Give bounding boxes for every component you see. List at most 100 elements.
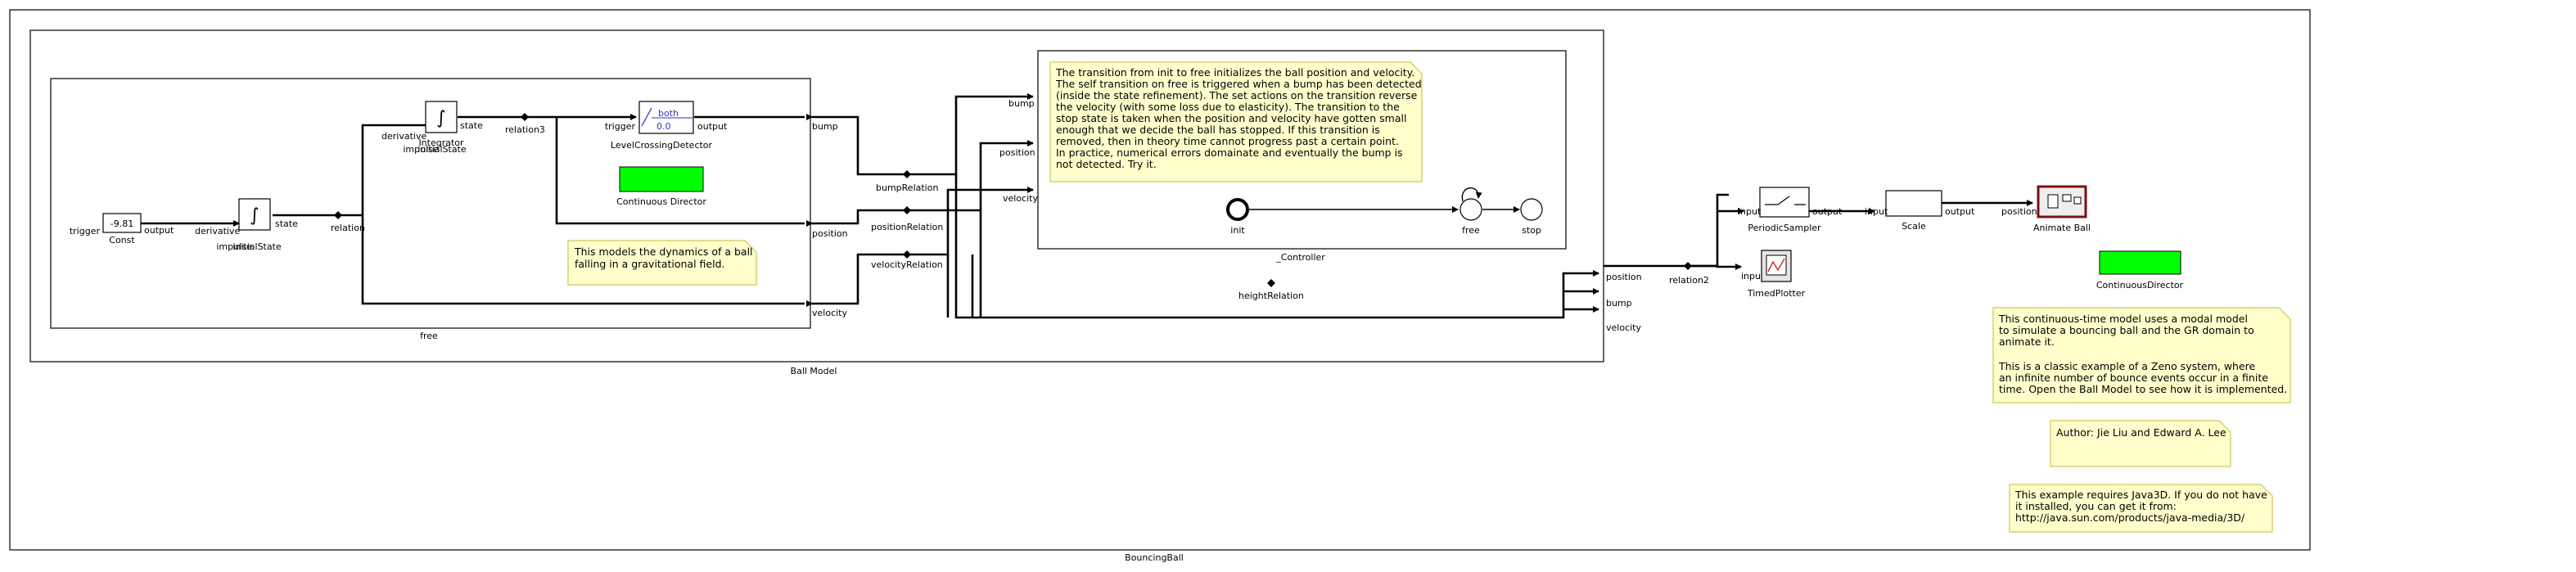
ball-model-frame[interactable]: [29, 29, 1604, 363]
ball-model-port-bump: bump: [1606, 298, 1632, 309]
state-stop[interactable]: stop: [1520, 198, 1543, 236]
controller-note-line: In practice, numerical errors domainate …: [1056, 146, 1403, 159]
svg-text:trigger: trigger: [605, 121, 636, 132]
controller-note-line: stop state is taken when the position an…: [1056, 112, 1406, 124]
integrator2-actor[interactable]: ∫ state impulse initialState Integrator: [403, 101, 483, 155]
animate-ball[interactable]: position Animate Ball: [2001, 185, 2091, 233]
svg-text:Integrator: Integrator: [418, 137, 464, 148]
free-frame[interactable]: [50, 78, 811, 329]
timed-plotter[interactable]: input TimedPlotter: [1741, 250, 1806, 299]
svg-text:∫: ∫: [436, 108, 445, 128]
controller-label[interactable]: _Controller: [1275, 252, 1325, 263]
controller-note-line: enough that we decide the ball has stopp…: [1056, 124, 1380, 136]
free-label[interactable]: free: [420, 331, 438, 341]
controller-note-line: the velocity (with some loss due to elas…: [1056, 101, 1400, 113]
controller-frame[interactable]: [1037, 50, 1567, 250]
svg-text:Continuous Director: Continuous Director: [616, 196, 706, 207]
svg-text:time. Open the Ball Model to: time. Open the Ball Model to see how it …: [1999, 383, 2287, 395]
level-crossing-detector[interactable]: both 0.0 trigger output LevelCrossingDet…: [605, 101, 728, 151]
svg-text:LevelCrossingDetector: LevelCrossingDetector: [611, 140, 713, 151]
position-relation[interactable]: positionRelation: [871, 206, 943, 232]
transition-free-self[interactable]: [1461, 187, 1482, 202]
svg-text:state: state: [460, 120, 483, 131]
bump-relation[interactable]: bumpRelation: [876, 170, 938, 193]
controller-note-line: not detected. Try it.: [1056, 158, 1157, 170]
java3d-note-line: http://java.sun.com/products/java-media/…: [2015, 511, 2245, 524]
svg-text:state: state: [275, 218, 298, 229]
const-actor[interactable]: -9.81 Const trigger output: [70, 213, 174, 245]
relation-1[interactable]: relation: [331, 211, 365, 233]
ball-model-port-velocity: velocity: [1606, 322, 1641, 333]
svg-text:relation3: relation3: [505, 124, 545, 135]
integrator1-actor[interactable]: ∫ state impulse initialState: [216, 198, 298, 252]
dynamics-note-line: falling in a gravitational field.: [575, 258, 724, 270]
svg-text:The transition from init to fr: The transition from init to free initial…: [1055, 66, 1414, 79]
svg-text:output: output: [1812, 206, 1843, 217]
svg-text:(inside the state refinement).: (inside the state refinement). The set a…: [1056, 89, 1418, 101]
svg-text:falling in a gravitational fie: falling in a gravitational field.: [575, 258, 724, 270]
velocity-relation[interactable]: velocityRelation: [871, 250, 943, 270]
free-port-position: position: [806, 220, 848, 239]
svg-text:velocity: velocity: [1606, 322, 1641, 333]
svg-text:removed, then in theory time c: removed, then in theory time cannot prog…: [1056, 135, 1399, 147]
svg-text:velocity: velocity: [812, 308, 847, 318]
svg-text:The self transition on free is: The self transition on free is triggered…: [1055, 78, 1422, 90]
svg-text:init: init: [1230, 225, 1245, 236]
svg-text:input: input: [1738, 206, 1762, 217]
svg-text:initialState: initialState: [417, 144, 467, 155]
svg-text:position: position: [1606, 272, 1642, 282]
svg-text:position: position: [812, 228, 848, 239]
continuous-director-outer[interactable]: ContinuousDirector: [2096, 250, 2184, 291]
svg-text:Const: Const: [109, 235, 135, 245]
svg-text:input: input: [1741, 271, 1765, 281]
svg-text:relation2: relation2: [1669, 275, 1709, 286]
author-note[interactable]: Author: Jie Liu and Edward A. Lee: [2050, 420, 2231, 467]
description-note[interactable]: This continuous-time model uses a modal …: [0, 0, 2291, 403]
svg-text:PeriodicSampler: PeriodicSampler: [1748, 223, 1821, 233]
svg-text:Author: Jie Liu and Edward A.: Author: Jie Liu and Edward A. Lee: [2056, 426, 2226, 439]
bouncingball-frame: [9, 9, 2311, 551]
dynamics-note[interactable]: This models the dynamics of a ball falli…: [567, 240, 757, 286]
svg-text:Animate Ball: Animate Ball: [2033, 223, 2091, 233]
svg-text:impulse: impulse: [216, 241, 252, 252]
periodic-sampler[interactable]: input output PeriodicSampler: [1738, 187, 1843, 233]
svg-text:heightRelation: heightRelation: [1238, 291, 1304, 301]
controller-note-line: The self transition on free is triggered…: [1055, 78, 1422, 90]
free-port-velocity: velocity: [806, 300, 847, 318]
relation3[interactable]: relation3: [505, 113, 545, 135]
state-init[interactable]: init: [1226, 198, 1249, 236]
controller-note[interactable]: The transition from init to free initial…: [1049, 61, 1423, 182]
continuous-director-inner[interactable]: Continuous Director: [616, 166, 706, 207]
description-note-line: animate it.: [1999, 336, 2055, 348]
derivative-port-2: derivative: [381, 131, 426, 142]
description-note-line: This continuous-time model uses a modal …: [1998, 313, 2248, 325]
svg-text:Scale: Scale: [1902, 221, 1926, 232]
svg-text:free: free: [1462, 225, 1480, 236]
java3d-note[interactable]: This example requires Java3D. If you do …: [2009, 484, 2273, 533]
svg-text:This is a classic example of a: This is a classic example of a Zeno syst…: [1998, 360, 2256, 372]
svg-text:http://java.sun.com/products/j: http://java.sun.com/products/java-media/…: [2015, 511, 2245, 524]
svg-text:to simulate a bouncing ball an: to simulate a bouncing ball and the GR d…: [1999, 324, 2254, 336]
svg-text:bump: bump: [1606, 298, 1632, 309]
ball-model-port-position: position: [1606, 272, 1642, 282]
controller-note-line: (inside the state refinement). The set a…: [1056, 89, 1418, 101]
description-note-line: This is a classic example of a Zeno syst…: [1998, 360, 2256, 372]
svg-text:This continuous-time model use: This continuous-time model uses a modal …: [1998, 313, 2248, 325]
height-relation[interactable]: heightRelation: [1238, 279, 1304, 301]
svg-text:initialState: initialState: [232, 241, 282, 252]
svg-text:0.0: 0.0: [656, 121, 671, 132]
relation2[interactable]: relation2: [1669, 262, 1709, 286]
svg-text:stop state is taken when the p: stop state is taken when the position an…: [1056, 112, 1406, 124]
ball-model-label[interactable]: Ball Model: [791, 366, 837, 376]
svg-text:animate it.: animate it.: [1999, 336, 2055, 348]
derivative-port-1: derivative: [195, 226, 240, 236]
dynamics-note-line: This models the dynamics of a ball: [574, 245, 753, 258]
svg-text:relation: relation: [331, 223, 365, 233]
svg-text:output: output: [697, 121, 728, 132]
scale-actor[interactable]: input output Scale: [1865, 190, 1975, 232]
author-note-line: Author: Jie Liu and Edward A. Lee: [2056, 426, 2226, 439]
svg-text:positionRelation: positionRelation: [871, 222, 943, 232]
svg-text:-9.81: -9.81: [111, 218, 133, 229]
svg-text:ContinuousDirector: ContinuousDirector: [2096, 280, 2184, 291]
state-free[interactable]: free: [1459, 198, 1482, 236]
